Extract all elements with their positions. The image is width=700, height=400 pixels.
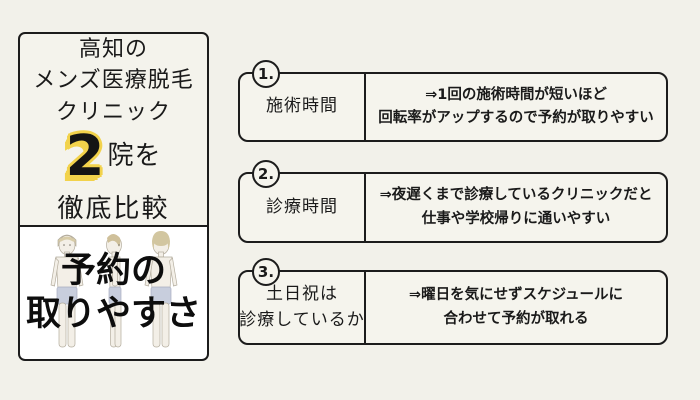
row-description-3-line-2: 合わせて予約が取れる — [443, 310, 589, 327]
overlay-line-2: 取りやすさ — [25, 294, 201, 334]
row-description-2-line-1: ⇒夜遅くまで診療しているクリニックだと — [379, 187, 653, 204]
row-description-2-line-2: 仕事や学校帰りに通いやすい — [421, 210, 611, 227]
row-label-3: 土日祝は 診療しているか — [239, 272, 366, 343]
title-bottom-line: 徹底比較 — [57, 193, 170, 224]
clinic-count-suffix: 院を — [107, 141, 162, 172]
row-label-2: 診療時間 — [240, 174, 366, 241]
clinic-count-line: 2 院を — [65, 123, 162, 189]
overlay-line-1: 予約の — [60, 251, 166, 292]
row-number-badge-1: 1. — [252, 60, 280, 88]
clinic-count-number: 2 — [65, 123, 105, 189]
comparison-row-weekend-availability: 3. 土日祝は 診療しているか ⇒曜日を気にせずスケジュールに 合わせて予約が取… — [238, 258, 668, 345]
comparison-row-clinic-hours: 2. 診療時間 ⇒夜遅くまで診療しているクリニックだと 仕事や学校帰りに通いやす… — [238, 160, 668, 243]
man-front-icon — [50, 234, 84, 348]
row-description-3: ⇒曜日を気にせずスケジュールに 合わせて予約が取れる — [366, 272, 666, 343]
row-label-1: 施術時間 — [240, 74, 366, 140]
row-description-2: ⇒夜遅くまで診療しているクリニックだと 仕事や学校帰りに通いやすい — [366, 174, 666, 241]
title-line-2: メンズ医療脱毛 — [33, 68, 194, 94]
body-figures-panel: 予約の 取りやすさ — [18, 225, 209, 361]
row-label-3-line-2: 診療しているか — [239, 309, 365, 330]
row-description-3-line-1: ⇒曜日を気にせずスケジュールに — [408, 287, 624, 304]
title-card-heading: 高知の メンズ医療脱毛 クリニック 2 院を 徹底比較 — [18, 32, 209, 227]
comparison-row-treatment-time: 1. 施術時間 ⇒1回の施術時間が短いほど 回転率がアップするので予約が取りやす… — [238, 60, 668, 142]
row-label-2-line-1: 診療時間 — [266, 196, 338, 217]
row-number-badge-2: 2. — [252, 160, 280, 188]
row-label-3-line-1: 土日祝は — [266, 284, 338, 304]
title-card: 高知の メンズ医療脱毛 クリニック 2 院を 徹底比較 — [18, 32, 209, 361]
row-description-1-line-1: ⇒1回の施術時間が短いほど — [425, 86, 607, 103]
panel-overlay-title: 予約の 取りやすさ — [20, 227, 207, 359]
title-line-3: クリニック — [55, 99, 171, 125]
row-description-1: ⇒1回の施術時間が短いほど 回転率がアップするので予約が取りやすい — [366, 74, 666, 140]
title-line-1: 高知の — [78, 37, 148, 63]
row-label-1-line-1: 施術時間 — [266, 96, 338, 117]
row-description-1-line-2: 回転率がアップするので予約が取りやすい — [378, 110, 654, 126]
man-back-icon — [144, 231, 178, 348]
row-number-badge-3: 3. — [252, 258, 280, 286]
man-side-icon — [106, 234, 122, 348]
male-figures-illustration — [50, 231, 178, 348]
